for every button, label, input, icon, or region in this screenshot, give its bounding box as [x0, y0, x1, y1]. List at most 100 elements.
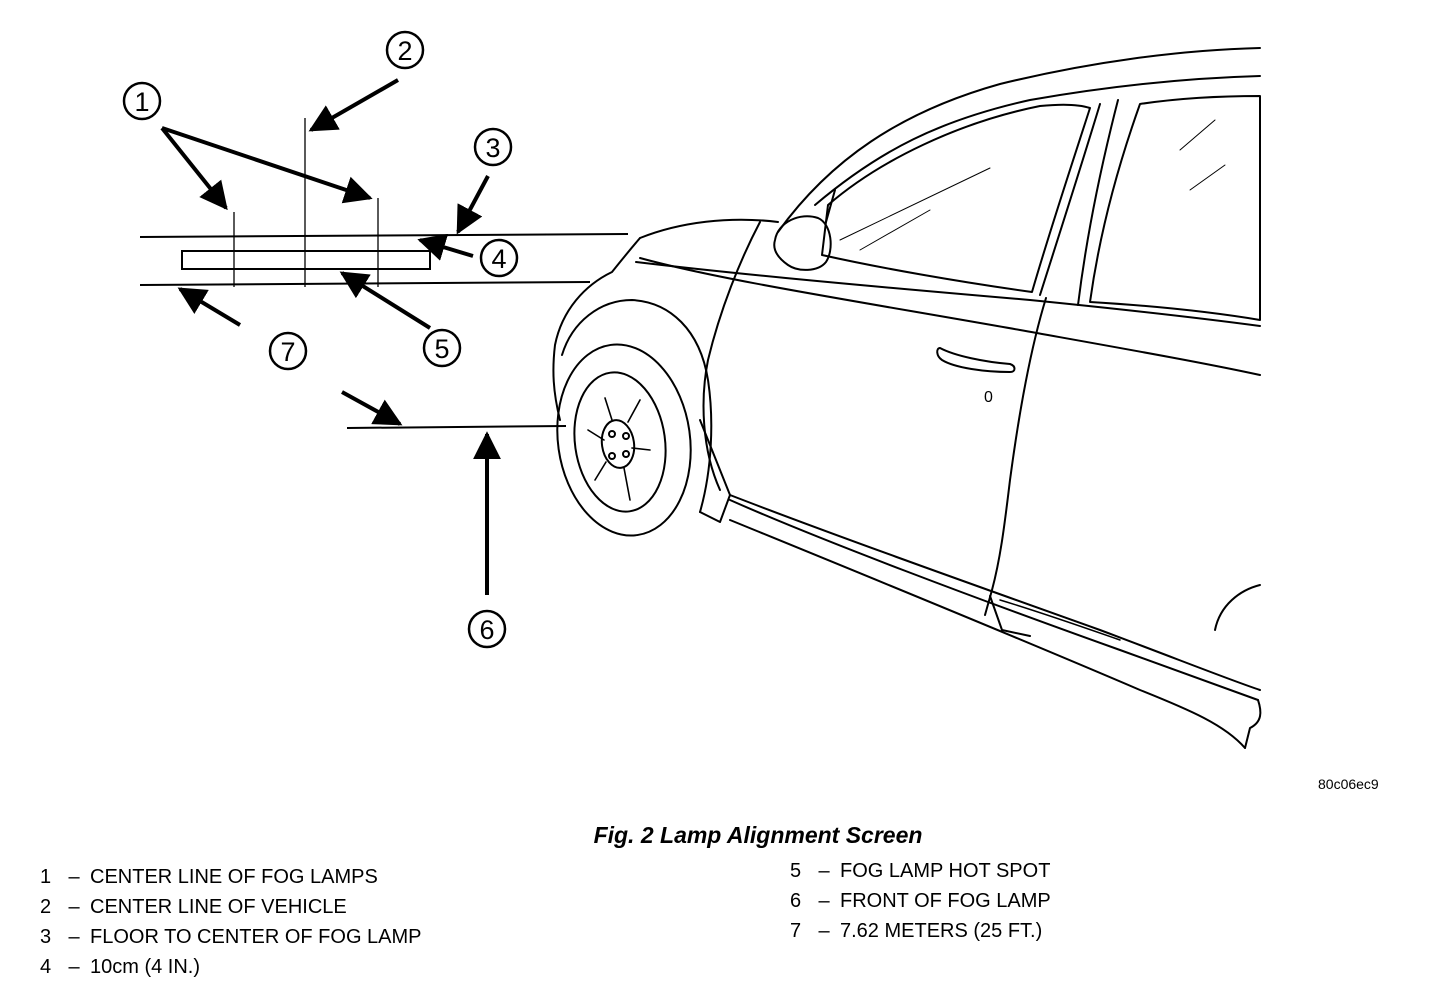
- sill-molding: [999, 599, 1121, 641]
- lug-nut-2: [622, 432, 630, 440]
- legend-text: CENTER LINE OF VEHICLE: [90, 896, 347, 918]
- front-tire: [556, 343, 692, 537]
- legend-number: 4: [40, 956, 52, 978]
- callout-4-label: 4: [491, 244, 506, 274]
- arrow-1-left: [160, 126, 228, 211]
- door-lock-mark: 0: [984, 389, 993, 406]
- lug-nut-3: [622, 450, 630, 458]
- legend-number: 1: [40, 866, 52, 888]
- legend-text: FOG LAMP HOT SPOT: [840, 860, 1051, 882]
- legend-right-column: 5–FOG LAMP HOT SPOT 6–FRONT OF FOG LAMP …: [790, 856, 1051, 946]
- callout-7: 7: [268, 331, 308, 371]
- lower-reference-line: [139, 281, 591, 286]
- fog-lamp-front-line: [346, 425, 567, 429]
- window-reflection-2: [859, 209, 931, 251]
- legend-dash: –: [68, 956, 80, 978]
- window-reflection-1: [839, 167, 991, 241]
- legend-dash: –: [68, 926, 80, 948]
- callout-7-label: 7: [280, 337, 295, 367]
- wheel-arch-flare: [699, 494, 731, 523]
- lug-nut-1: [608, 430, 616, 438]
- image-code: 80c06ec9: [1318, 776, 1379, 792]
- legend-text: 10cm (4 IN.): [90, 956, 201, 978]
- rim-spoke-1: [587, 397, 651, 501]
- callout-3: 3: [473, 127, 513, 167]
- sill-gap: [989, 595, 1031, 637]
- side-mirror: [773, 215, 832, 271]
- arrow-6-front: [341, 390, 403, 426]
- fog-lamp-center-height-line: [139, 233, 629, 238]
- callout-5-label: 5: [434, 334, 449, 364]
- body-shoulder-line: [635, 261, 1261, 327]
- legend-number: 5: [790, 860, 802, 882]
- legend-dash: –: [818, 920, 830, 942]
- rear-side-window: [1089, 95, 1261, 321]
- legend-dash: –: [68, 896, 80, 918]
- rear-wheel-arch-hint: [1214, 584, 1261, 631]
- rocker-panel-bottom: [729, 519, 1246, 749]
- legend-left-column: 1–CENTER LINE OF FOG LAMPS 2–CENTER LINE…: [40, 862, 422, 982]
- legend-item: 7–7.62 METERS (25 FT.): [790, 916, 1051, 946]
- front-door-rear-edge: [984, 297, 1047, 616]
- legend-text: 7.62 METERS (25 FT.): [840, 920, 1043, 942]
- callout-2-label: 2: [397, 36, 412, 66]
- legend-item: 6–FRONT OF FOG LAMP: [790, 886, 1051, 916]
- car-roof-inner: [814, 75, 1261, 206]
- legend-text: FRONT OF FOG LAMP: [840, 890, 1051, 912]
- car-illustration: 0: [552, 47, 1262, 749]
- arrow-1-right: [161, 126, 373, 204]
- callout-4: 4: [479, 238, 519, 278]
- b-pillar: [1039, 103, 1101, 296]
- b-pillar-rear: [1077, 99, 1119, 306]
- front-rim: [573, 371, 667, 513]
- door-handle: [936, 347, 1016, 373]
- alignment-screen: [139, 118, 629, 429]
- legend-text: FLOOR TO CENTER OF FOG LAMP: [90, 926, 422, 948]
- callout-3-label: 3: [485, 133, 500, 163]
- callout-1: 1: [122, 81, 162, 121]
- rocker-panel-top: [729, 499, 1259, 701]
- legend-item: 3–FLOOR TO CENTER OF FOG LAMP: [40, 922, 422, 952]
- front-door-front-edge: [702, 221, 761, 491]
- arrow-7: [177, 287, 242, 327]
- callout-2: 2: [385, 30, 425, 70]
- lamp-alignment-diagram: 1 2 3 4 5 6 7: [122, 30, 1262, 749]
- arrow-2: [308, 78, 399, 132]
- arrow-3: [456, 175, 490, 235]
- callouts: 1 2 3 4 5 6 7: [122, 30, 519, 649]
- legend-item: 2–CENTER LINE OF VEHICLE: [40, 892, 422, 922]
- legend-number: 7: [790, 920, 802, 942]
- legend-number: 6: [790, 890, 802, 912]
- legend-dash: –: [818, 890, 830, 912]
- rear-window-reflection: [1179, 119, 1216, 151]
- lower-body-line: [699, 419, 1261, 691]
- callout-5: 5: [422, 328, 462, 368]
- arrow-4: [417, 233, 474, 261]
- legend-dash: –: [68, 866, 80, 888]
- leader-arrows: [160, 78, 501, 595]
- rocker-panel-end: [1244, 699, 1262, 749]
- fog-lamp-hot-spot-rectangle: [181, 250, 431, 270]
- legend-text: CENTER LINE OF FOG LAMPS: [90, 866, 378, 888]
- fender-top: [552, 237, 641, 421]
- rear-window-reflection-2: [1189, 164, 1226, 191]
- figure-caption: Fig. 2 Lamp Alignment Screen: [593, 822, 923, 848]
- legend-item: 1–CENTER LINE OF FOG LAMPS: [40, 862, 422, 892]
- legend-number: 3: [40, 926, 52, 948]
- callout-1-label: 1: [134, 87, 149, 117]
- mirror-stalk: [825, 189, 836, 223]
- body-upper-crease: [639, 257, 1261, 376]
- front-side-window: [821, 103, 1091, 293]
- legend-item: 5–FOG LAMP HOT SPOT: [790, 856, 1051, 886]
- wheel-arch: [561, 299, 713, 513]
- hood-line: [639, 218, 779, 239]
- legend-item: 4–10cm (4 IN.): [40, 952, 422, 982]
- legend-number: 2: [40, 896, 52, 918]
- callout-6: 6: [467, 609, 507, 649]
- legend-dash: –: [818, 860, 830, 882]
- callout-6-label: 6: [479, 615, 494, 645]
- arrow-5: [339, 271, 432, 330]
- lug-nut-4: [608, 452, 616, 460]
- front-hub: [600, 419, 636, 469]
